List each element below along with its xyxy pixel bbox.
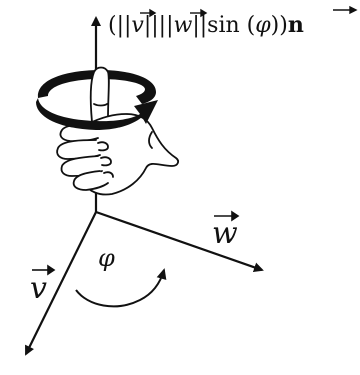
angle-arc [75, 268, 167, 308]
curved-rotation-arrow-icon [36, 98, 158, 130]
formula-mid-bars: |||| [143, 13, 174, 38]
formula-open: (|| [108, 13, 132, 38]
formula-phi: φ [255, 13, 271, 38]
formula-vector-accents [140, 5, 358, 18]
formula-close: )) [270, 13, 288, 38]
v-vector-accent [32, 264, 56, 276]
w-axis-line [95, 210, 264, 273]
v-axis-label: v [30, 271, 47, 306]
formula-w: w [173, 13, 193, 38]
thumbs-up-hand-icon [56, 66, 179, 196]
formula-sin: ||sin ( [192, 13, 256, 38]
rotation-band-back [37, 70, 157, 104]
formula-v: v [131, 13, 144, 38]
formula-n: n [287, 12, 304, 38]
normal-vector-formula: (||v||||w||sin (φ))n [108, 14, 304, 37]
w-vector-accent [214, 210, 240, 222]
w-axis-label: w [212, 216, 238, 251]
angle-label: φ [98, 244, 115, 272]
v-axis-line [25, 211, 97, 356]
